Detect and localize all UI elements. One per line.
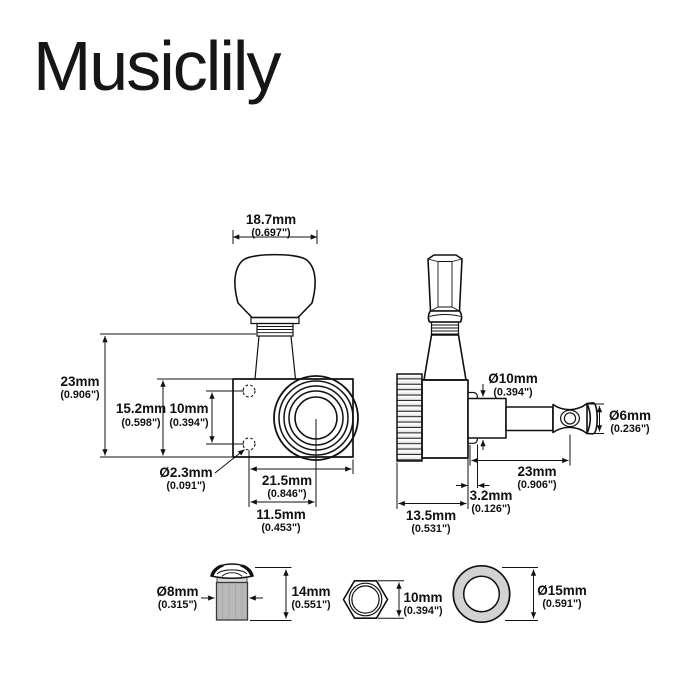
front-dimension-lines [100, 230, 354, 507]
brand-logo: Musiclily [33, 27, 281, 105]
dim-body-depth-in: (0.531") [411, 523, 451, 535]
dim-nut-size-mm: 10mm [403, 590, 442, 605]
dim-post-offset-mm: 11.5mm [256, 507, 306, 522]
dim-bushing-height-mm: 14mm [291, 584, 330, 599]
tuner-plate-front [232, 378, 354, 458]
dim-bushing-dia-in: (0.394") [493, 387, 533, 399]
dim-screw-hole-in: (0.091") [166, 480, 206, 492]
bushing-dimension-lines [201, 567, 292, 621]
washer-dimension-lines [502, 567, 538, 621]
dim-plate-height-mm: 15.2mm [116, 401, 166, 416]
dim-post-length-mm: 23mm [517, 464, 556, 479]
washer-hole [462, 575, 501, 613]
string-hole [559, 409, 580, 428]
button-base-cap [250, 316, 300, 325]
side-shaft-taper [423, 334, 467, 381]
dim-plate-offset-mm: 3.2mm [470, 488, 513, 503]
dim-screw-spacing-in: (0.394") [169, 417, 209, 429]
hex-nut-drawing: 10mm (0.394") [342, 579, 443, 620]
dim-body-depth-mm: 13.5mm [406, 508, 456, 523]
dim-plate-width-mm: 21.5mm [262, 473, 312, 488]
screw-holes [242, 384, 256, 451]
threaded-bushing-side [467, 397, 507, 439]
dim-overall-height-in: (0.906") [60, 389, 100, 401]
string-post-shaft [505, 406, 554, 432]
front-view-drawing: 18.7mm (0.697") 23mm (0.906") 15.2mm (0.… [60, 212, 359, 534]
washer-drawing: Ø15mm (0.591") [452, 564, 587, 624]
dim-washer-dia-mm: Ø15mm [537, 583, 587, 598]
dim-overall-height-mm: 23mm [60, 374, 99, 389]
tuner-body-side [421, 379, 469, 459]
dim-bushing-dia-mm: Ø8mm [156, 584, 198, 599]
tuner-button-front [234, 253, 316, 319]
side-dimension-lines [396, 384, 604, 509]
dim-button-width-mm: 18.7mm [246, 212, 296, 227]
bushing-drawing: Ø8mm (0.315") 14mm (0.551") [156, 563, 331, 621]
bushing-body [215, 581, 249, 621]
dim-bushing-dia-in: (0.315") [158, 599, 198, 611]
dim-post-dia-mm: Ø6mm [609, 408, 651, 423]
side-view-drawing: Ø10mm (0.394") Ø6mm (0.236") 23mm (0.906… [396, 254, 651, 535]
dim-button-width-in: (0.697") [251, 227, 291, 239]
knurled-knob-side [396, 373, 423, 462]
dim-post-length-in: (0.906") [517, 479, 557, 491]
side-ribbed-collar [430, 321, 460, 336]
front-shaft [254, 335, 297, 380]
front-dimension-labels: 18.7mm (0.697") 23mm (0.906") 15.2mm (0.… [60, 212, 312, 534]
dim-bushing-height-in: (0.551") [291, 599, 331, 611]
dim-bushing-dia-mm: Ø10mm [488, 371, 538, 386]
dim-plate-offset-in: (0.126") [471, 503, 511, 515]
front-ribbed-collar [256, 322, 294, 337]
side-dimension-labels: Ø10mm (0.394") Ø6mm (0.236") 23mm (0.906… [406, 371, 651, 535]
dim-screw-hole-mm: Ø2.3mm [159, 465, 212, 480]
dim-post-dia-in: (0.236") [610, 423, 650, 435]
tuner-button-side [427, 254, 463, 323]
bushing-flange [210, 563, 254, 580]
dim-plate-height-in: (0.598") [121, 417, 161, 429]
hex-nut-outline [342, 579, 389, 620]
dim-plate-width-in: (0.846") [267, 488, 307, 500]
dim-post-offset-in: (0.453") [261, 522, 301, 534]
dim-washer-dia-in: (0.591") [542, 598, 582, 610]
dim-screw-spacing-mm: 10mm [169, 401, 208, 416]
nut-dimension-lines [378, 580, 404, 619]
string-post-head [552, 402, 598, 435]
dim-nut-size-in: (0.394") [403, 605, 443, 617]
